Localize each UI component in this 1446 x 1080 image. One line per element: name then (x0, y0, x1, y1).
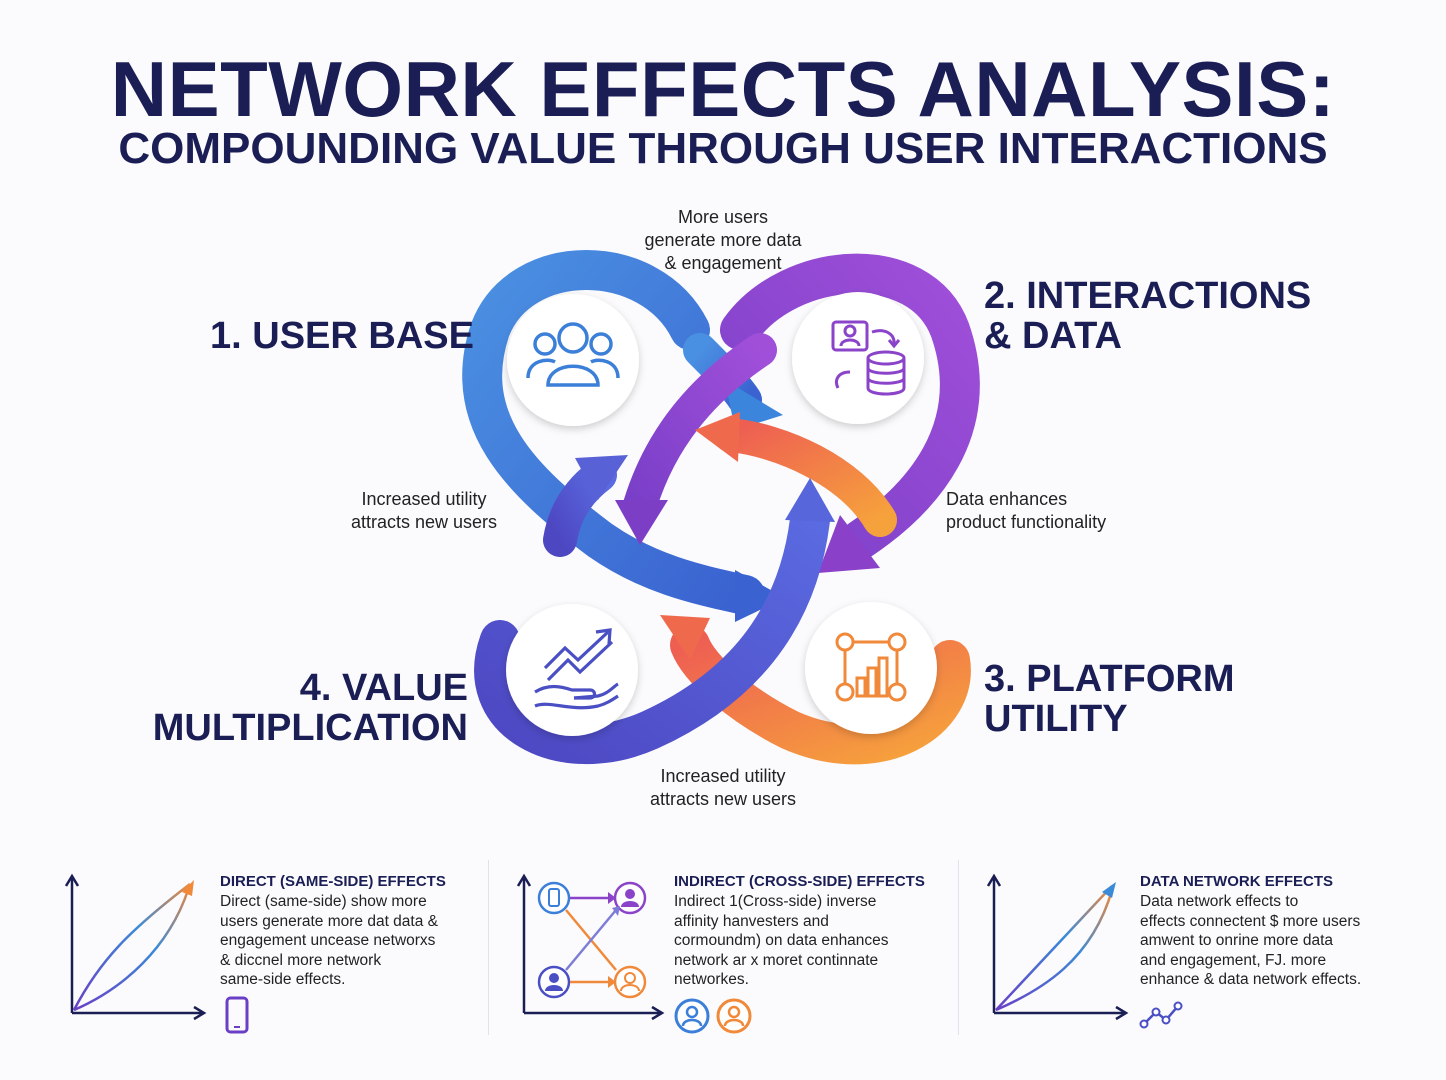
panel-body-indirect: Indirect 1(Cross-side) inverse affinity … (674, 893, 889, 988)
chat-database-icon (831, 320, 906, 396)
growth-hand-icon (534, 628, 619, 710)
note-left: Increased utility attracts new users (350, 489, 498, 532)
direct-effects-graph (64, 873, 207, 1021)
user-node-icon (537, 965, 571, 999)
note-top: More users generate more data & engageme… (644, 207, 802, 273)
stage-circle-user-base (507, 294, 639, 426)
network-nodes-icon (1139, 1001, 1183, 1029)
loop-value (474, 455, 835, 765)
indirect-effects-graph (516, 873, 665, 1021)
panel-title-data: DATA NETWORK EFFECTS (1140, 873, 1334, 890)
note-right: Data enhances product functionality (946, 489, 1107, 532)
panel-body-direct: Direct (same-side) show more users gener… (220, 893, 438, 988)
stage-label-user-base: 1. USER BASE (210, 315, 474, 357)
page-subtitle: COMPOUNDING VALUE THROUGH USER INTERACTI… (118, 124, 1328, 173)
stage-circle-platform (805, 602, 937, 734)
panel-divider (958, 860, 959, 1035)
smartphone-icon (225, 996, 249, 1034)
user-node-icon (613, 881, 647, 915)
stage-circle-interactions (792, 292, 924, 424)
panel-title-direct: DIRECT (SAME-SIDE) EFFECTS (220, 873, 446, 890)
bar-chart-network-icon (835, 632, 907, 702)
page-title: NETWORK EFFECTS ANALYSIS: (110, 45, 1336, 133)
stage-circle-value (506, 604, 638, 736)
note-bottom: Increased utility attracts new users (649, 766, 797, 809)
network-effects-cycle-diagram (462, 250, 980, 765)
panel-title-indirect: INDIRECT (CROSS-SIDE) EFFECTS (674, 873, 925, 890)
arrow-head-blue (735, 570, 785, 622)
stage-label-value: 4. VALUE MULTIPLICATION (152, 667, 468, 749)
users-pair-icon (674, 998, 752, 1034)
loop-interactions (615, 253, 980, 573)
stage-label-platform: 3. PLATFORM UTILITY (984, 658, 1235, 740)
panel-divider (488, 860, 489, 1035)
data-network-effects-graph (986, 873, 1129, 1021)
stage-label-interactions: 2. INTERACTIONS & DATA (984, 275, 1312, 357)
panel-body-data: Data network effects to effects connecte… (1140, 893, 1362, 988)
users-group-icon (526, 322, 620, 387)
smartphone-node-icon (537, 881, 571, 915)
user-node-icon (613, 965, 647, 999)
